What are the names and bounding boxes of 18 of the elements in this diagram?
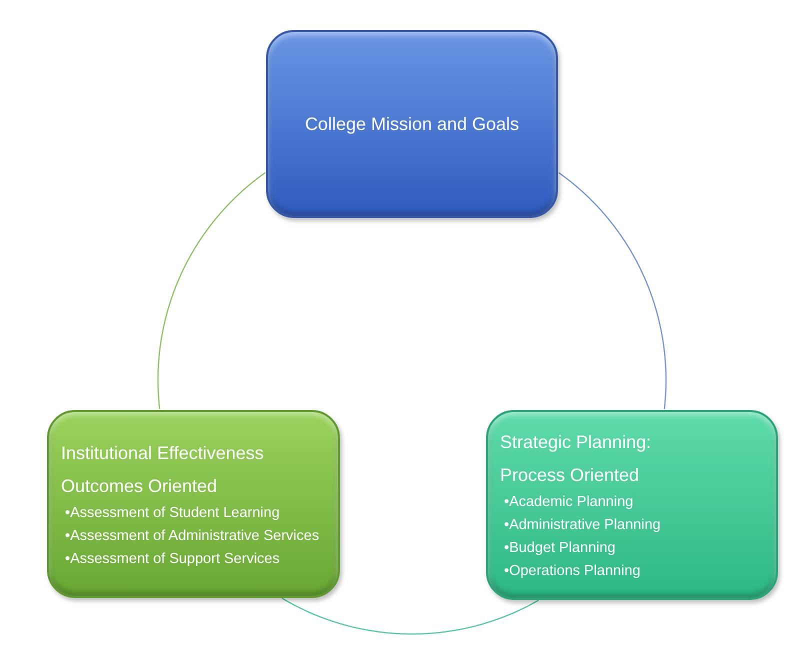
rounded-box	[486, 410, 778, 600]
box-heading: Strategic Planning:	[500, 431, 652, 454]
rounded-box	[47, 410, 340, 598]
bullet-item: •Operations Planning	[504, 562, 642, 581]
bullet-item: •Assessment of Student Learning	[65, 504, 281, 522]
bullet-item: •Academic Planning	[504, 493, 634, 512]
connector-arc	[558, 172, 667, 410]
box-heading: Institutional Effectiveness	[61, 442, 265, 464]
box-subheading: Process Oriented	[500, 464, 640, 487]
box-title: College Mission and Goals	[304, 112, 520, 136]
bullet-item: •Assessment of Administrative Services	[65, 526, 320, 546]
bullet-item: •Assessment of Support Services	[65, 550, 281, 568]
connector-arc	[282, 598, 539, 635]
connector-arc	[157, 172, 266, 410]
bullet-item: •Administrative Planning	[504, 516, 662, 535]
rounded-box	[266, 30, 558, 218]
bullet-item: •Budget Planning	[504, 539, 616, 558]
box-subheading: Outcomes Oriented	[61, 474, 218, 498]
